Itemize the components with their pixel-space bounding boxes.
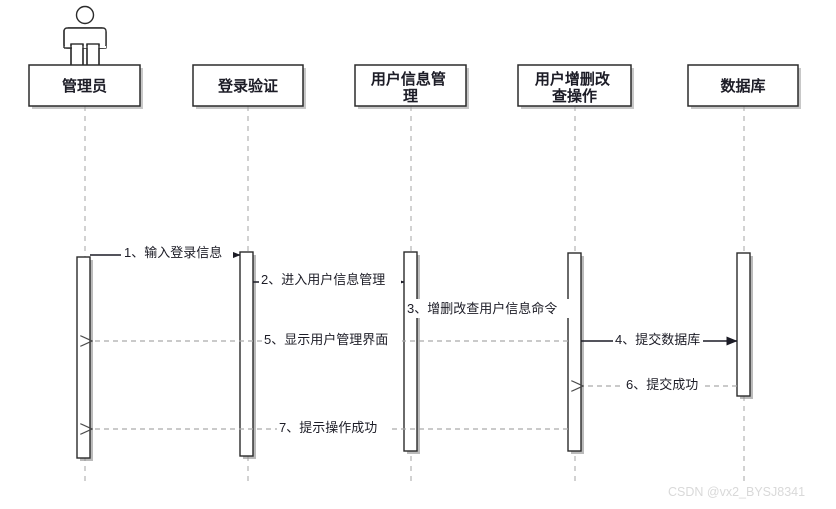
message-7-label: 7、提示操作成功 bbox=[279, 420, 377, 435]
activation-bar-p2[interactable] bbox=[239, 251, 256, 459]
message-6-label: 6、提交成功 bbox=[626, 377, 698, 392]
participant-box-p4[interactable]: 用户增删改 查操作 bbox=[517, 64, 634, 109]
participant-box-p3[interactable]: 用户信息管 理 bbox=[354, 64, 469, 109]
actor-icon bbox=[63, 5, 107, 67]
participant-box-p5[interactable]: 数据库 bbox=[687, 64, 801, 109]
message-6[interactable]: 6、提交成功 bbox=[583, 375, 737, 394]
participant-label-p1: 管理员 bbox=[62, 77, 107, 95]
activation-bar-p3[interactable] bbox=[403, 251, 420, 454]
participant-boxes-group: 管理员 登录验证 用户信息管 理 用户增删改 查操作 bbox=[28, 64, 801, 109]
message-3-label-bg bbox=[405, 299, 571, 318]
participant-box-p1[interactable]: 管理员 bbox=[28, 64, 143, 109]
activation-bar-p5[interactable] bbox=[736, 252, 753, 399]
participant-label-p4-line1: 用户增删改 bbox=[535, 70, 611, 88]
message-4[interactable]: 4、提交数据库 bbox=[581, 330, 738, 349]
participant-label-p4-line2: 查操作 bbox=[552, 87, 597, 105]
message-3-label: 3、增删改查用户信息命令 bbox=[407, 301, 557, 316]
csdn-watermark: CSDN @vx2_BYSJ8341 bbox=[668, 485, 805, 499]
message-2-label: 2、进入用户信息管理 bbox=[261, 272, 385, 287]
participant-label-p3-line1: 用户信息管 bbox=[371, 70, 446, 88]
message-4-label: 4、提交数据库 bbox=[615, 332, 700, 347]
message-5-label-bg bbox=[262, 330, 402, 349]
activation-bar-p4[interactable] bbox=[567, 252, 584, 454]
message-2-label-bg bbox=[259, 270, 401, 289]
message-5[interactable]: 5、显示用户管理界面 bbox=[92, 330, 568, 349]
participant-label-p2: 登录验证 bbox=[217, 77, 278, 95]
activation-bar-p1[interactable] bbox=[76, 256, 93, 461]
participant-label-p3-line2: 理 bbox=[403, 88, 418, 105]
message-1[interactable]: 1、输入登录信息 bbox=[90, 243, 241, 262]
participant-label-p3: 用户信息管 理 bbox=[371, 70, 450, 105]
message-7[interactable]: 7、提示操作成功 bbox=[92, 418, 568, 437]
participant-label-p4: 用户增删改 查操作 bbox=[535, 70, 614, 105]
participant-box-p2[interactable]: 登录验证 bbox=[192, 64, 306, 109]
message-1-label-bg bbox=[121, 243, 233, 262]
message-6-label-bg bbox=[624, 375, 704, 394]
message-3[interactable]: 3、增删改查用户信息命令 bbox=[405, 299, 571, 318]
message-4-label-bg bbox=[613, 330, 703, 349]
message-7-label-bg bbox=[277, 418, 389, 437]
message-5-label: 5、显示用户管理界面 bbox=[264, 332, 388, 347]
message-1-label: 1、输入登录信息 bbox=[124, 245, 222, 260]
message-2[interactable]: 2、进入用户信息管理 bbox=[253, 270, 405, 289]
participant-label-p5: 数据库 bbox=[720, 77, 765, 95]
